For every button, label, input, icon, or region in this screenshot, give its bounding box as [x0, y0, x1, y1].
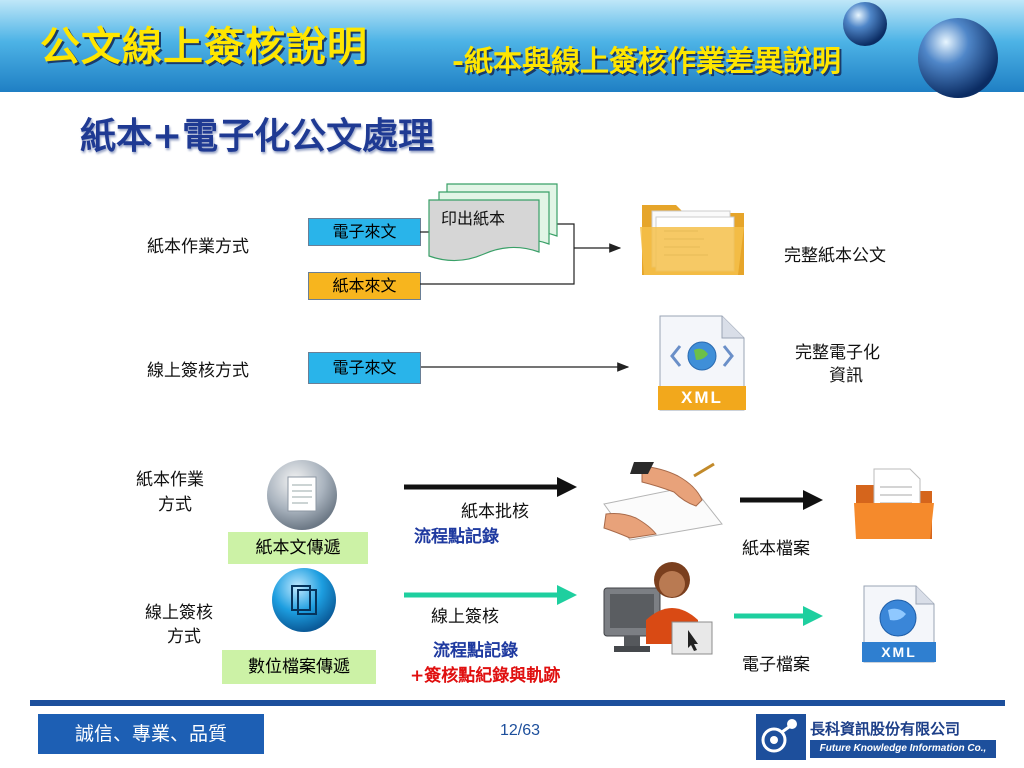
folder-icon	[640, 205, 744, 275]
flow-record-label-1: 流程點記錄	[414, 527, 499, 547]
complete-paper-doc-label: 完整紙本公文	[784, 246, 886, 266]
page-title-sub: -紙本與線上簽核作業差異說明	[452, 44, 842, 78]
bottom-arrows	[404, 477, 823, 626]
person-computer-icon	[603, 562, 713, 655]
paper-method-label-2a: 紙本作業	[136, 470, 204, 490]
document-orb-icon	[267, 460, 337, 530]
flow-record-label-2: 流程點記錄	[433, 641, 518, 661]
paper-archive-label: 紙本檔案	[742, 539, 810, 559]
trace-record-label: +簽核點紀錄與軌跡	[410, 666, 561, 686]
online-method-label-2b: 方式	[167, 627, 201, 647]
online-method-label-2a: 線上簽核	[145, 603, 213, 623]
page-number: 12/63	[500, 722, 541, 739]
complete-e-info-line2: 資訊	[829, 366, 863, 386]
e-archive-label: 電子檔案	[742, 655, 810, 675]
paper-approval-label: 紙本批核	[461, 502, 529, 522]
paper-transfer-box: 紙本文傳遞	[228, 532, 368, 564]
company-logo-icon	[756, 714, 806, 760]
digital-transfer-box: 數位檔案傳遞	[222, 650, 376, 684]
footer-divider	[30, 700, 1005, 706]
paper-method-label-2b: 方式	[158, 495, 192, 515]
hand-signing-icon	[603, 462, 723, 541]
xml-file-icon	[658, 315, 746, 411]
xml-label-top: XML	[681, 388, 723, 407]
paper-method-label: 紙本作業方式	[147, 237, 249, 257]
footer-slogan: 誠信、專業、品質	[38, 714, 264, 754]
company-name-en: Future Knowledge Information Co.,	[810, 740, 996, 758]
xml-label-bottom: XML	[881, 644, 917, 660]
page-title: 公文線上簽核說明	[40, 23, 368, 70]
company-name-cn: 長科資訊股份有限公司	[810, 720, 961, 738]
paper-archive-folder-icon	[854, 468, 934, 539]
online-incoming-box: 電子來文	[308, 352, 421, 384]
section-heading: 紙本+電子化公文處理	[80, 115, 435, 157]
print-paper-label: 印出紙本	[441, 209, 506, 228]
e-archive-xml-icon	[862, 585, 936, 663]
print-paper-icon	[428, 183, 558, 262]
online-approval-label: 線上簽核	[431, 607, 499, 627]
digital-doc-orb-icon	[272, 568, 336, 632]
diagram-connectors	[420, 223, 630, 372]
electronic-incoming-box: 電子來文	[308, 218, 421, 246]
complete-e-info-line1: 完整電子化	[795, 343, 880, 363]
online-method-label: 線上簽核方式	[147, 361, 249, 381]
paper-incoming-box: 紙本來文	[308, 272, 421, 300]
globe-icon	[843, 2, 998, 98]
